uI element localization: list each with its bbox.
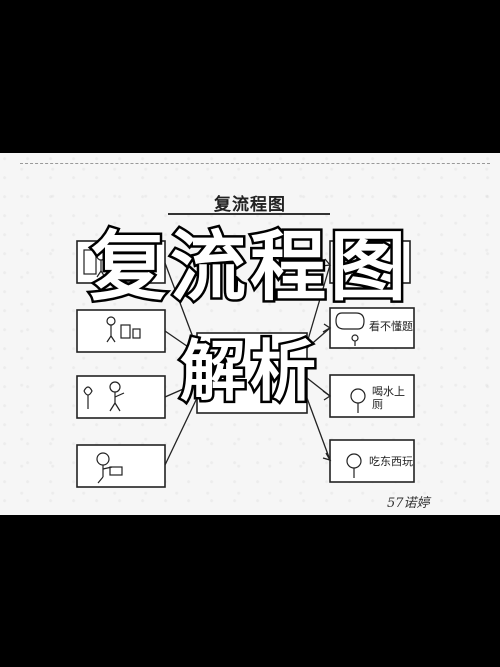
right-box-2 — [329, 307, 415, 349]
right-box-3 — [329, 374, 415, 418]
left-box-2 — [76, 309, 166, 353]
right-box-4 — [329, 439, 415, 483]
desk-sketch-icon — [109, 466, 123, 476]
scan-edge-line — [20, 163, 490, 164]
right-box-label-2: 喝水上厕 — [372, 385, 408, 411]
right-box-label-3: 吃东西玩 — [369, 455, 413, 468]
wall-sketch-icon — [83, 249, 97, 275]
right-box-1 — [329, 240, 411, 284]
left-box-1 — [76, 240, 166, 284]
flowchart-diagram — [76, 240, 415, 488]
left-box-3 — [76, 375, 166, 419]
worksheet-title: 复流程图 — [214, 195, 286, 215]
right-box-label-2-text: 喝水上厕 — [372, 385, 405, 411]
overlay-title: 复流程图 — [88, 220, 410, 314]
title-underline — [168, 213, 330, 215]
left-box-4 — [76, 444, 166, 488]
thought-bubble-icon — [335, 312, 365, 330]
plant-sketch-icon — [83, 386, 93, 396]
center-box — [196, 332, 308, 414]
overlay-subtitle: 解析 — [178, 331, 320, 413]
left-sketches — [83, 249, 141, 484]
scanned-worksheet: 复流程图 — [0, 153, 500, 515]
connector-arrows — [164, 258, 332, 466]
author-signature: 57诺婷 — [387, 496, 430, 511]
item-sketch-icon — [120, 324, 131, 339]
right-box-label-1: 看不懂题 — [369, 320, 413, 333]
right-sketches — [335, 312, 366, 478]
